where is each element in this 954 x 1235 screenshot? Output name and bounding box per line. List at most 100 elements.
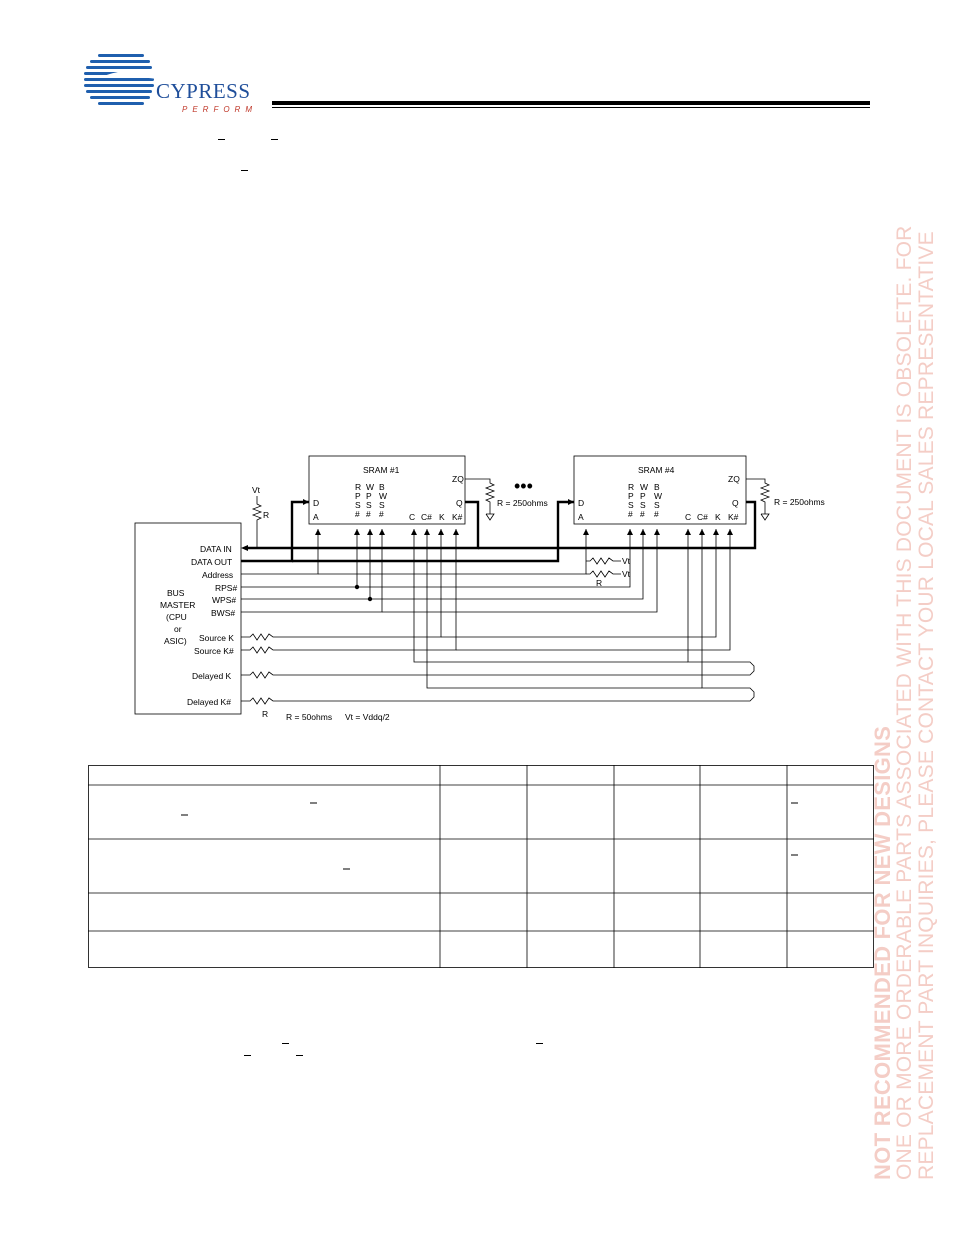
overbar-mark	[282, 1043, 289, 1044]
sram4-wps-s: S	[640, 500, 646, 510]
logo-wordmark: CYPRESS	[156, 79, 251, 103]
signal-data-out: DATA OUT	[191, 557, 232, 567]
vt-label: Vt	[252, 485, 261, 495]
parameter-table-grid	[88, 765, 874, 968]
sram4-pin-d: D	[578, 498, 584, 508]
wps-line	[241, 529, 371, 600]
cypress-globe-icon	[84, 54, 179, 105]
sram4-rps-s: S	[628, 500, 634, 510]
sram1-pin-cn: C#	[421, 512, 432, 522]
signal-data-in: DATA IN	[200, 544, 232, 554]
footer-r-value: R = 50ohms	[286, 712, 332, 722]
bus-master-box	[134, 522, 242, 715]
sram1-box	[308, 455, 466, 525]
sram1-bws-s: S	[379, 500, 385, 510]
sram4-zq: ZQ	[728, 474, 740, 484]
sram4-zq-resistor	[746, 478, 771, 514]
source-kn-line	[241, 529, 457, 654]
termination-r: R	[596, 578, 602, 588]
sram4-zq-value: R = 250ohms	[774, 497, 825, 507]
signal-wps: WPS#	[212, 595, 236, 605]
sram1-pin-k: K	[439, 512, 445, 522]
data-in-bus	[248, 500, 480, 550]
sram4-rps-p: P	[628, 491, 634, 501]
sram4-wps-p: P	[640, 491, 646, 501]
bus-master-line4: or	[174, 624, 182, 634]
sram1-bws-b: B	[379, 482, 385, 492]
termination-vt2: Vt	[622, 569, 631, 579]
sram1-zq-value: R = 250ohms	[497, 498, 548, 508]
overbar-mark	[271, 139, 278, 140]
bws-line	[241, 529, 383, 613]
logo-tagline: PERFORM	[182, 105, 257, 114]
sram1-pin-c: C	[409, 512, 415, 522]
rps-line	[241, 529, 358, 588]
sram1-pin-kn: K#	[452, 512, 463, 522]
watermark-line3: REPLACEMENT PART INQUIRIES, PLEASE CONTA…	[914, 231, 938, 1180]
sram4-bws-b: B	[654, 482, 660, 492]
bus-master-line3: (CPU	[166, 612, 187, 622]
overbar-mark	[536, 1043, 543, 1044]
bus-master-line2: MASTER	[160, 600, 195, 610]
sram4-pin-q: Q	[732, 498, 739, 508]
overbar-mark	[244, 1055, 251, 1056]
sram4-bws-w: W	[654, 491, 662, 501]
sram1-rps-s: S	[355, 500, 361, 510]
delayed-k-line	[241, 529, 755, 679]
sram4-pin-k: K	[715, 512, 721, 522]
r-label: R	[263, 510, 269, 520]
sram1-bws-hash: #	[379, 509, 384, 519]
sram1-rps-r: R	[355, 482, 361, 492]
watermark-line2: ONE OR MORE ORDERABLE PARTS ASSOCIATED W…	[893, 225, 917, 1181]
sram4-label: SRAM #4	[638, 465, 675, 475]
overbar-mark	[241, 170, 248, 171]
sram1-wps-hash: #	[366, 509, 371, 519]
sram1-pin-d: D	[313, 498, 319, 508]
sram4-rps-r: R	[628, 482, 634, 492]
signal-rps: RPS#	[215, 583, 237, 593]
header-rule	[272, 101, 870, 105]
bus-master-line5: ASIC)	[164, 636, 187, 646]
signal-source-k: Source K	[199, 633, 234, 643]
sram1-wps-w: W	[366, 482, 374, 492]
sram1-pin-q: Q	[456, 498, 463, 508]
sram4-wps-w: W	[640, 482, 648, 492]
sram1-rps-p: P	[355, 491, 361, 501]
signal-source-kn: Source K#	[194, 646, 234, 656]
application-diagram: SRAM #1 ZQ D A Q C C# K K# R P S # W P S…	[130, 450, 830, 730]
header-rule-thin	[272, 107, 870, 108]
bottom-r-label: R	[262, 709, 268, 719]
sram4-pin-kn: K#	[728, 512, 739, 522]
signal-delayed-kn: Delayed K#	[187, 697, 231, 707]
signal-bws: BWS#	[211, 608, 235, 618]
sram1-zq: ZQ	[452, 474, 464, 484]
sram4-pin-a: A	[578, 512, 584, 522]
sram1-zq-resistor	[465, 478, 496, 514]
cypress-logo: CYPRESS PERFORM	[84, 46, 259, 122]
obsolete-watermark: NOT RECOMMENDED FOR NEW DESIGNS ONE OR M…	[870, 150, 946, 1181]
watermark-line1: NOT RECOMMENDED FOR NEW DESIGNS	[870, 725, 895, 1180]
source-k-line	[241, 529, 442, 641]
sram1-wps-p: P	[366, 491, 372, 501]
overbar-mark	[218, 139, 225, 140]
address-line	[241, 529, 319, 575]
sram4-bws-hash: #	[654, 509, 659, 519]
footer-vt-value: Vt = Vddq/2	[345, 712, 390, 722]
sram1-pin-a: A	[313, 512, 319, 522]
signal-address: Address	[202, 570, 233, 580]
sram1-rps-hash: #	[355, 509, 360, 519]
sram1-bws-w: W	[379, 491, 387, 501]
sram1-label: SRAM #1	[363, 465, 400, 475]
sram4-wps-hash: #	[640, 509, 645, 519]
sram4-pin-cn: C#	[697, 512, 708, 522]
overbar-mark	[296, 1055, 303, 1056]
sram4-rps-hash: #	[628, 509, 633, 519]
signal-delayed-k: Delayed K	[192, 671, 232, 681]
parameter-table	[88, 765, 874, 968]
ellipsis: •••	[514, 476, 533, 496]
delayed-kn-line	[241, 529, 755, 705]
application-diagram-svg: SRAM #1 ZQ D A Q C C# K K# R P S # W P S…	[134, 455, 825, 722]
termination-vt1: Vt	[622, 556, 631, 566]
sram4-bws-s: S	[654, 500, 660, 510]
sram4-pin-c: C	[685, 512, 691, 522]
